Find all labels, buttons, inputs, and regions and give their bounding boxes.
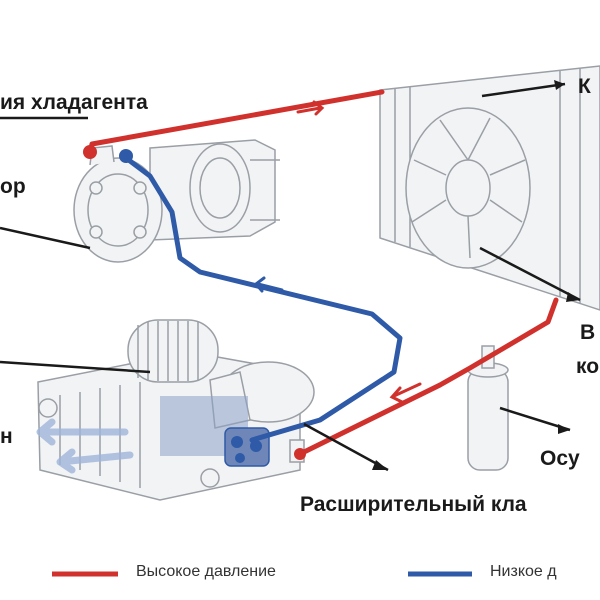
label-compressor: ор	[0, 176, 26, 197]
legend-high-label: Высокое давление	[136, 564, 276, 580]
compressor-discharge-fitting	[83, 145, 97, 159]
label-evaporator: н	[0, 426, 13, 447]
label-fan-line1: В	[580, 322, 595, 343]
compressor-suction-fitting	[119, 149, 133, 163]
label-fan-line2: ко	[576, 356, 599, 377]
legend-low-label: Низкое д	[490, 564, 557, 580]
leader-compressor	[0, 228, 90, 248]
label-expansion-valve: Расширительный кла	[300, 494, 527, 515]
label-refrigerant-line: ия хладагента	[0, 92, 148, 113]
label-dryer: Осу	[540, 448, 580, 469]
valve-inlet-fitting	[294, 448, 306, 460]
label-condenser: К	[578, 76, 591, 97]
condenser-sketch	[380, 66, 600, 310]
